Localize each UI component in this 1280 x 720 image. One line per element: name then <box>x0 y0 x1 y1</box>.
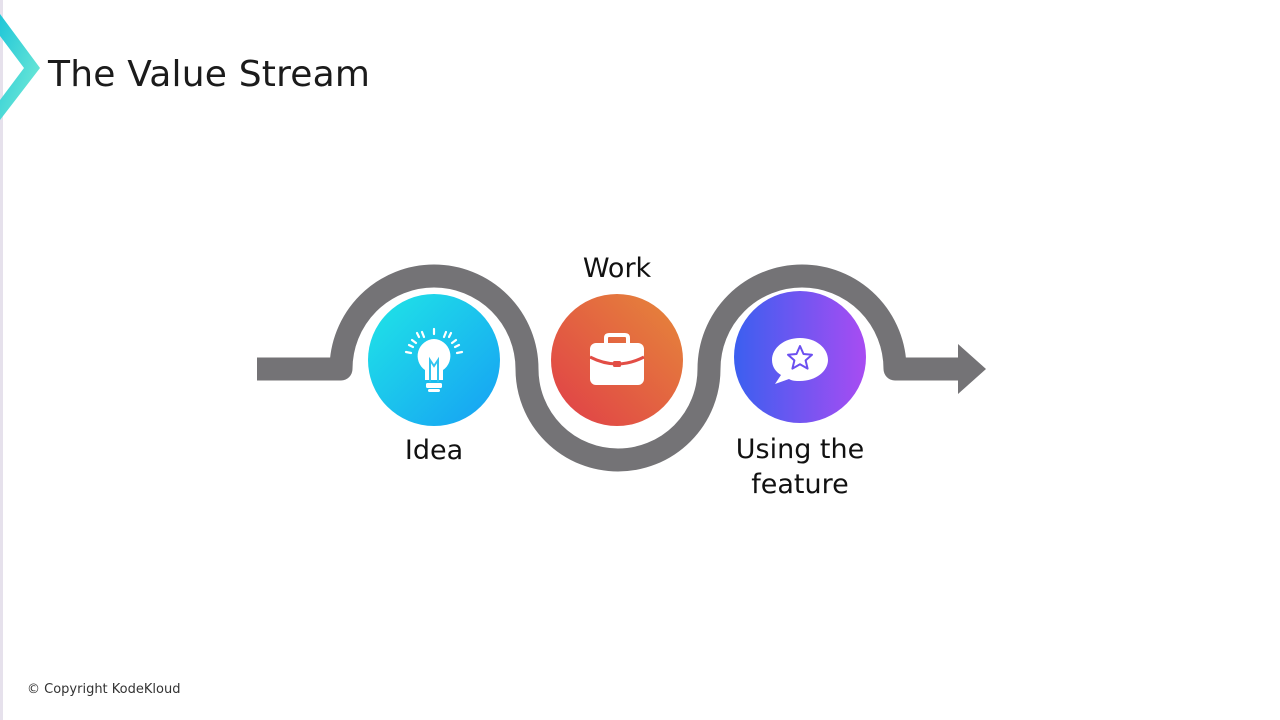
left-edge-divider <box>0 0 3 720</box>
stream-arrowhead <box>958 344 986 394</box>
stage-label-idea: Idea <box>404 435 464 466</box>
stage-label-using-feature: Using the feature <box>715 432 885 502</box>
copyright-footer: © Copyright KodeKloud <box>27 682 181 697</box>
stage-label-work: Work <box>582 253 652 284</box>
kodekloud-chevron-icon <box>0 14 40 120</box>
chat-star-icon <box>772 338 828 384</box>
slide-title: The Value Stream <box>48 54 371 95</box>
briefcase-icon <box>589 333 645 385</box>
stage-label-using-feature-line2: feature <box>751 469 849 500</box>
stream-path <box>257 264 962 472</box>
lightbulb-icon <box>404 327 464 392</box>
stage-label-using-feature-line1: Using the <box>735 434 865 465</box>
